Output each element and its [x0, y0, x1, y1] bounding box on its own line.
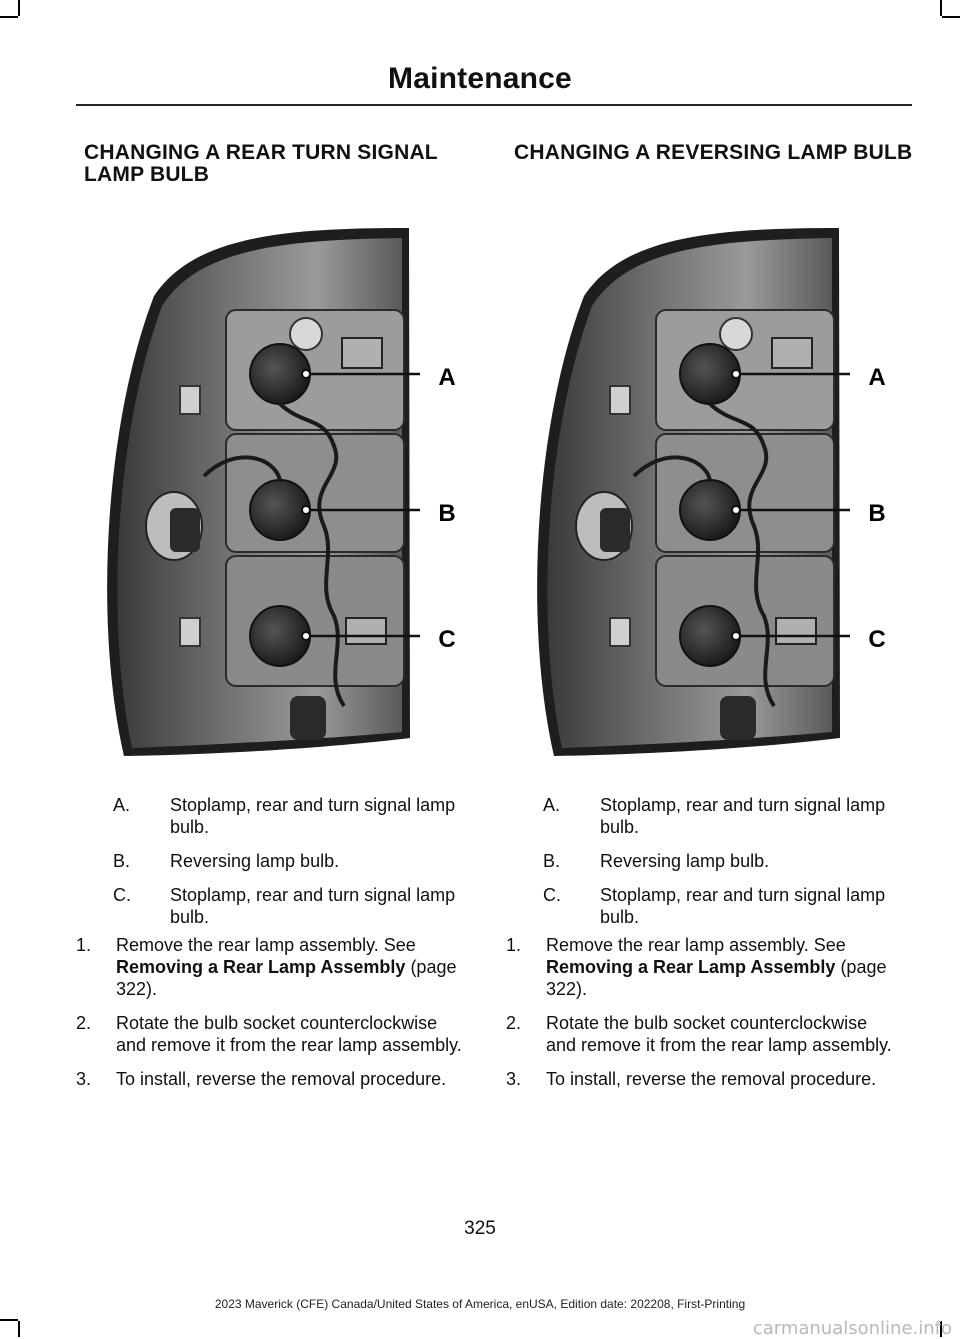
crop-mark: [940, 0, 942, 16]
step-number: 2.: [506, 1013, 522, 1033]
legend-letter: A.: [113, 795, 131, 815]
crop-mark: [18, 0, 20, 16]
crop-mark: [940, 1321, 942, 1337]
procedure-steps: 1. Remove the rear lamp assembly. See Rem…: [76, 934, 468, 1102]
step-text: Remove the rear lamp assembly. See: [116, 935, 416, 955]
rear-lamp-illustration: A B C: [537, 228, 886, 756]
legend-item: B. Reversing lamp bulb.: [543, 850, 903, 872]
callout-b-label: B: [868, 500, 885, 527]
rear-lamp-figure: A B C: [84, 226, 484, 760]
step-text: To install, reverse the removal procedur…: [546, 1069, 877, 1089]
crop-mark: [18, 1321, 20, 1337]
header-divider: [76, 104, 912, 106]
step-text-page: (page 322).: [546, 957, 887, 999]
legend-letter: A.: [543, 795, 561, 815]
legend-letter: C.: [543, 885, 561, 905]
step-text-page: (page 322).: [116, 957, 457, 999]
legend-text: Stoplamp, rear and turn signal lamp bulb…: [600, 795, 886, 837]
legend-text: Stoplamp, rear and turn signal lamp bulb…: [170, 795, 456, 837]
step-item: 2. Rotate the bulb socket counterclockwis…: [76, 1012, 468, 1056]
legend-letter: B.: [543, 851, 561, 871]
callout-b-label: B: [438, 500, 455, 527]
step-text: Rotate the bulb socket counterclockwise …: [116, 1013, 462, 1055]
step-text: Remove the rear lamp assembly. See: [546, 935, 846, 955]
step-item: 1. Remove the rear lamp assembly. See Rem…: [76, 934, 468, 1000]
callout-a-label: A: [438, 364, 455, 391]
crop-mark: [942, 16, 960, 18]
legend-text: Reversing lamp bulb.: [170, 851, 340, 871]
legend-letter: C.: [113, 885, 131, 905]
legend-item: C. Stoplamp, rear and turn signal lamp bu…: [543, 884, 903, 928]
callout-c-label: C: [868, 626, 885, 653]
step-item: 3. To install, reverse the removal proced…: [76, 1068, 468, 1090]
watermark: carmanualsonline.info: [752, 1318, 952, 1339]
callout-c-label: C: [438, 626, 455, 653]
step-text: To install, reverse the removal procedur…: [116, 1069, 447, 1089]
step-number: 1.: [76, 935, 92, 955]
legend-item: C. Stoplamp, rear and turn signal lamp bu…: [113, 884, 473, 928]
step-item: 1. Remove the rear lamp assembly. See Rem…: [506, 934, 898, 1000]
crop-mark: [0, 1319, 18, 1321]
legend-text: Reversing lamp bulb.: [600, 851, 770, 871]
step-number: 2.: [76, 1013, 92, 1033]
section-reversing-lamp: CHANGING A REVERSING LAMP BULB: [506, 141, 914, 1090]
section-title: CHANGING A REAR TURN SIGNAL LAMP BULB: [84, 141, 438, 186]
footer-edition-text: 2023 Maverick (CFE) Canada/United States…: [214, 1297, 746, 1311]
procedure-steps: 1. Remove the rear lamp assembly. See Rem…: [506, 934, 898, 1102]
rear-lamp-illustration: A B C: [107, 228, 456, 756]
step-number: 1.: [506, 935, 522, 955]
legend-letter: B.: [113, 851, 131, 871]
legend-item: B. Reversing lamp bulb.: [113, 850, 473, 872]
step-text: Rotate the bulb socket counterclockwise …: [546, 1013, 892, 1055]
legend-item: A. Stoplamp, rear and turn signal lamp bu…: [113, 794, 473, 838]
page-header-title: Maintenance: [388, 62, 572, 95]
section-rear-turn-signal: CHANGING A REAR TURN SIGNAL LAMP BULB: [76, 141, 484, 1090]
cross-reference-link[interactable]: Removing a Rear Lamp Assembly: [546, 957, 836, 977]
legend-text: Stoplamp, rear and turn signal lamp bulb…: [170, 885, 456, 927]
section-title: CHANGING A REVERSING LAMP BULB: [514, 141, 913, 164]
legend-item: A. Stoplamp, rear and turn signal lamp bu…: [543, 794, 903, 838]
legend-text: Stoplamp, rear and turn signal lamp bulb…: [600, 885, 886, 927]
step-number: 3.: [76, 1069, 92, 1089]
step-number: 3.: [506, 1069, 522, 1089]
step-item: 3. To install, reverse the removal proced…: [506, 1068, 898, 1090]
rear-lamp-figure: A B C: [514, 226, 914, 760]
figure-legend: A. Stoplamp, rear and turn signal lamp bu…: [113, 794, 473, 940]
figure-legend: A. Stoplamp, rear and turn signal lamp bu…: [543, 794, 903, 940]
page-number: 325: [464, 1218, 496, 1239]
cross-reference-link[interactable]: Removing a Rear Lamp Assembly: [116, 957, 406, 977]
callout-a-label: A: [868, 364, 885, 391]
step-item: 2. Rotate the bulb socket counterclockwis…: [506, 1012, 898, 1056]
crop-mark: [0, 16, 18, 18]
